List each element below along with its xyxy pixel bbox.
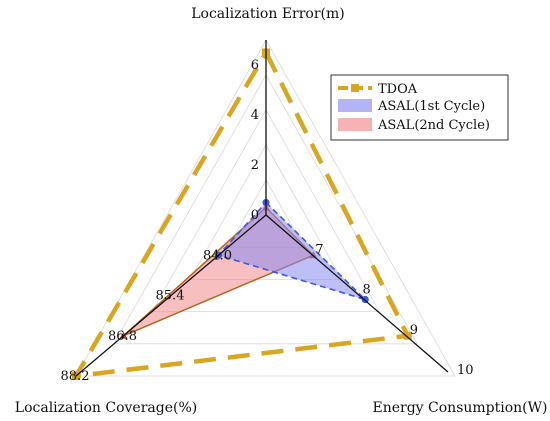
series-area-asal-1st-cycle [218,202,366,300]
legend: TDOA ASAL(1st Cycle) ASAL(2nd Cycle) [330,74,509,141]
axis-line-energy [265,214,449,373]
series-layer [71,47,412,380]
tick-label-energy-3: 10 [457,363,474,378]
legend-item-asal-2nd: ASAL(2nd Cycle) [338,118,490,133]
tick-label-energy-0: 7 [315,242,323,257]
grid [75,39,456,377]
tick-label-energy-1: 8 [363,283,371,298]
legend-swatch-asal-2nd [338,118,372,131]
axis-title-localization-error: Localization Error(m) [191,6,345,22]
tick-label-coverage-3: 88.2 [61,369,90,384]
series-line-asal-1st-cycle [217,201,366,301]
point-tdoa-energy [403,331,412,340]
axis-title-localization-coverage: Localization Coverage(%) [15,400,197,416]
tick-label-coverage-0: 84.0 [203,248,232,263]
axis-line-coverage [75,214,267,377]
ticks-layer: 0 2 4 6 7 8 9 10 84.0 85.4 86.8 88.2 [61,58,474,384]
tick-label-error-3: 6 [251,58,259,73]
tick-label-error-1: 2 [251,158,259,173]
axis-title-energy-consumption: Energy Consumption(W) [373,400,548,416]
grid-ring-2 [189,144,343,280]
tick-label-error-0: 0 [251,208,259,223]
tick-label-coverage-2: 86.8 [108,329,137,344]
tick-label-error-2: 4 [251,108,259,123]
tick-label-coverage-1: 85.4 [156,289,185,304]
axes-layer [75,40,449,377]
tick-label-energy-2: 9 [410,323,418,338]
legend-marker-tdoa [351,84,359,92]
legend-item-asal-1st: ASAL(1st Cycle) [338,99,485,114]
grid-ring-4 [113,74,418,345]
legend-item-tdoa: TDOA [338,82,418,97]
legend-label-asal-1st: ASAL(1st Cycle) [377,99,485,114]
legend-label-asal-2nd: ASAL(2nd Cycle) [377,118,490,133]
legend-label-tdoa: TDOA [378,82,418,97]
series-line-tdoa [71,47,412,379]
grid-ring-3 [151,109,381,313]
grid-ring-5 [75,39,456,377]
legend-swatch-asal-1st [338,99,372,112]
